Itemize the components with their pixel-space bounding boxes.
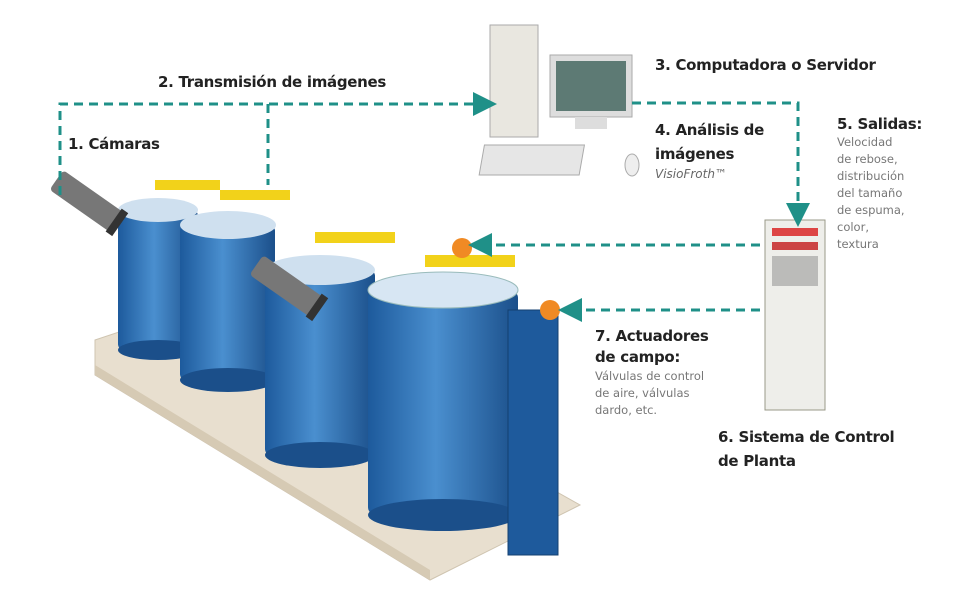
outputs-line: de rebose, [837, 152, 898, 166]
flotation-tank [180, 211, 276, 392]
flotation-tank [118, 198, 198, 360]
label-computer: 3. Computadora o Servidor [655, 56, 876, 74]
control-cabinet [764, 219, 826, 411]
actuators-line: de aire, válvulas [595, 386, 690, 400]
valve-icon [452, 238, 472, 258]
server-tower [489, 24, 539, 138]
launder-box [507, 309, 559, 556]
label-cameras: 1. Cámaras [68, 135, 160, 153]
label-control-2: de Planta [718, 452, 796, 470]
valve-icon [540, 300, 560, 320]
outputs-line: textura [837, 237, 879, 251]
actuators-list: Válvulas de control de aire, válvulas da… [595, 368, 704, 419]
label-actuators-2: de campo: [595, 348, 681, 366]
outputs-list: Velocidad de rebose, distribución del ta… [837, 134, 905, 253]
actuators-line: Válvulas de control [595, 369, 705, 383]
outputs-line: color, [837, 220, 869, 234]
label-actuators-1: 7. Actuadores [595, 327, 709, 345]
mechanism-lid [425, 255, 515, 267]
mechanism-lid [220, 190, 290, 200]
flotation-tank [367, 271, 519, 531]
actuators-line: dardo, etc. [595, 403, 658, 417]
mechanism-lid [315, 232, 395, 243]
monitor [549, 54, 633, 129]
mouse [624, 153, 640, 177]
label-control-1: 6. Sistema de Control [718, 428, 895, 446]
camera-icon [251, 256, 329, 322]
label-transmission: 2. Transmisión de imágenes [158, 73, 387, 91]
keyboard [478, 144, 586, 176]
label-outputs: 5. Salidas: [837, 115, 923, 133]
mechanism-lid [155, 180, 220, 190]
label-analysis-2: imágenes [655, 145, 735, 163]
outputs-line: del tamaño [837, 186, 903, 200]
outputs-line: Velocidad [837, 135, 893, 149]
label-analysis-1: 4. Análisis de [655, 121, 764, 139]
outputs-line: distribución [837, 169, 905, 183]
outputs-line: de espuma, [837, 203, 905, 217]
camera-icon [51, 171, 129, 237]
flow-lines [58, 92, 810, 322]
label-analysis-product: VisioFroth™ [655, 167, 727, 181]
